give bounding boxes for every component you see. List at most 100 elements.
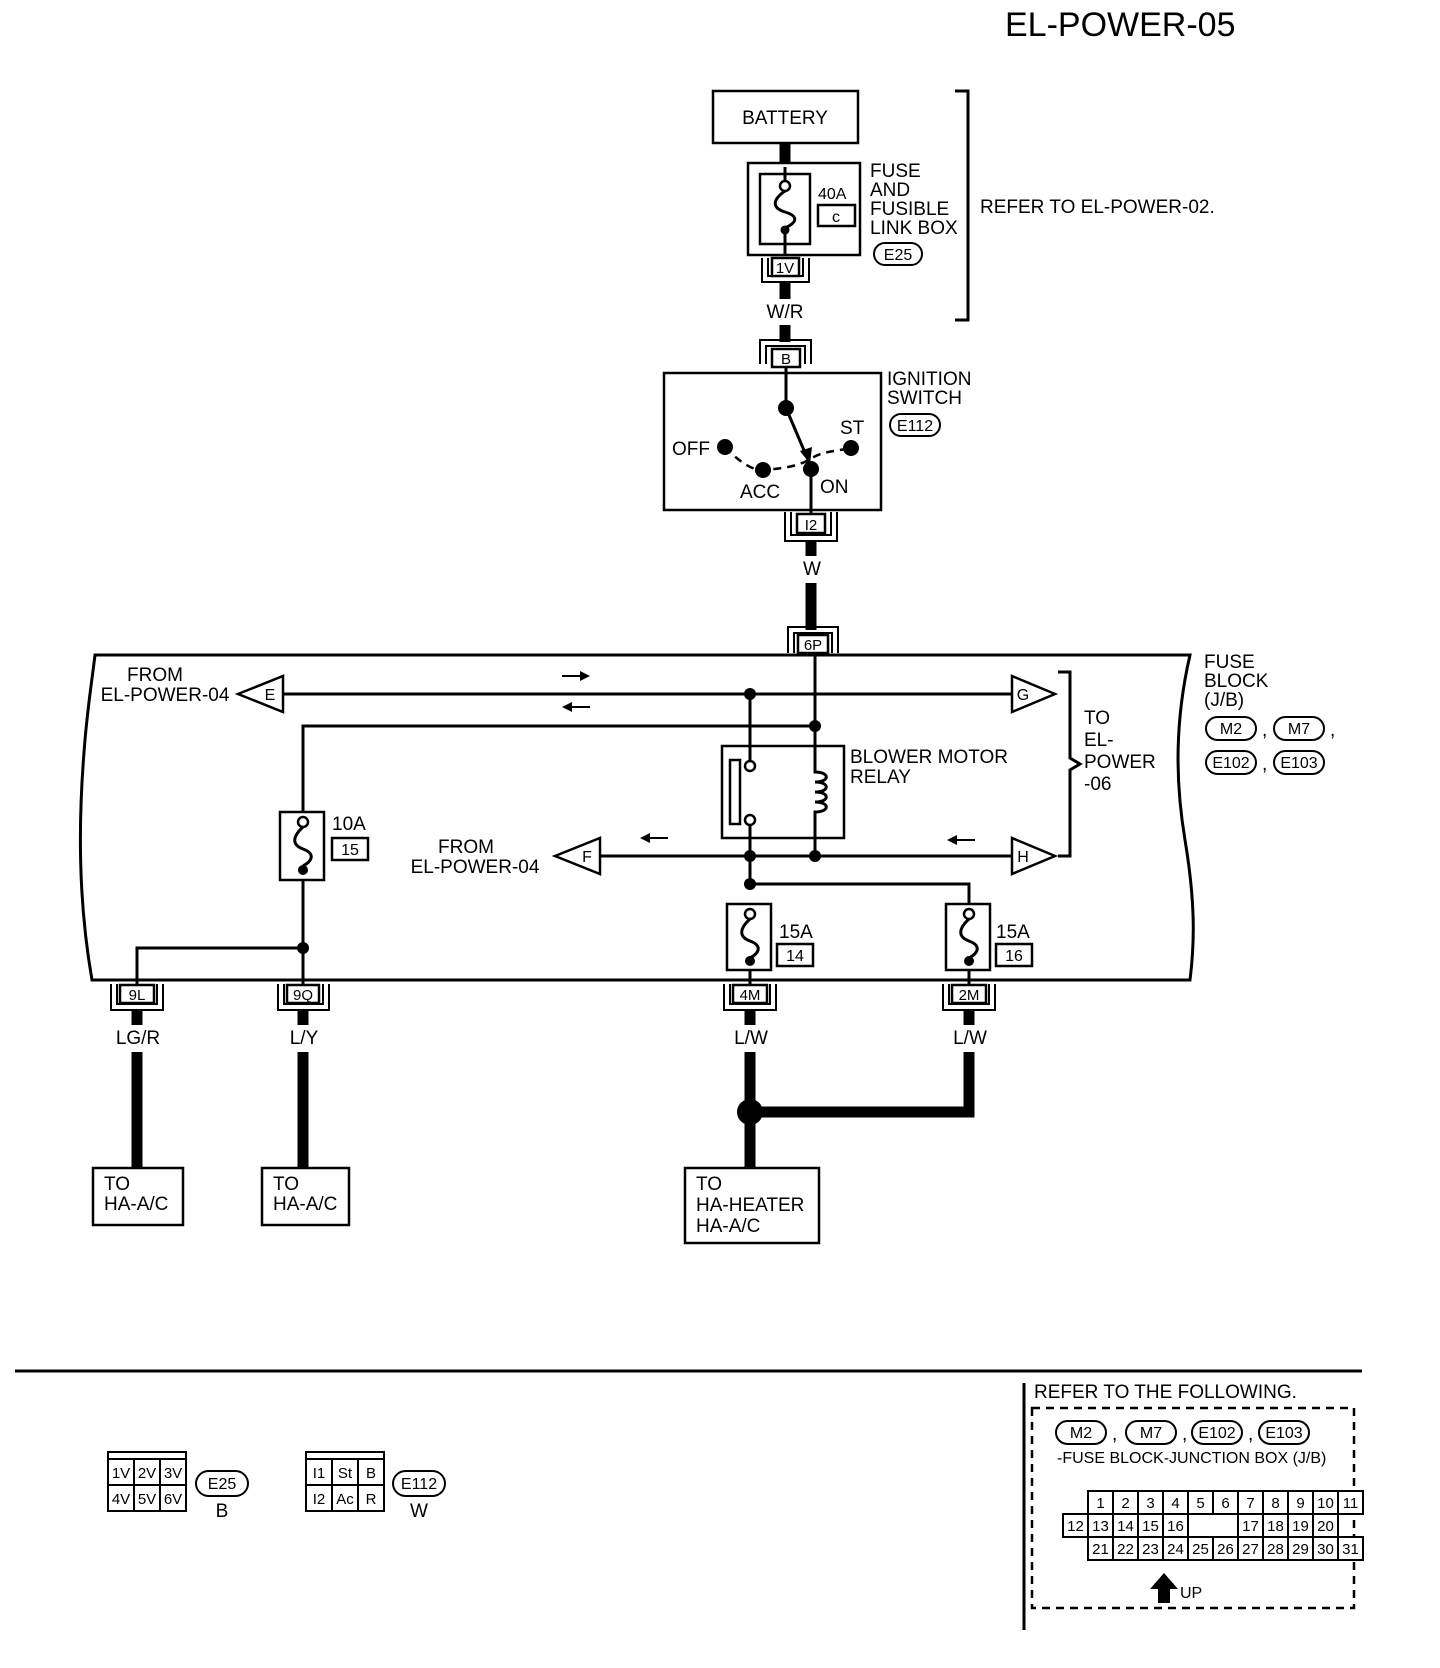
ignition-st-contact (843, 440, 859, 456)
e25-cell-1: 1V (112, 1465, 130, 1482)
connector-e25-oval (873, 242, 923, 266)
connector-view-e112: I1 St B I2 Ac R E112 W (305, 1451, 446, 1522)
connector-e103-oval (1273, 750, 1325, 775)
jb-pin-19: 19 (1292, 1518, 1309, 1535)
blower-motor-relay (720, 744, 846, 840)
jb-pin-11: 11 (1343, 1495, 1359, 1512)
wire-lw-2m (750, 1052, 975, 1118)
jb-pin-23: 23 (1142, 1541, 1159, 1558)
connector-e112-oval (889, 413, 941, 437)
terminal-4m: 4M (740, 987, 761, 1004)
ignition-on-label: ON (820, 477, 849, 498)
e25-cell-4: 4V (112, 1491, 130, 1508)
dest-3-line-2: HA-HEATER (696, 1195, 804, 1216)
jb-pin-31: 31 (1342, 1541, 1359, 1558)
wire-wr-label: W/R (767, 302, 804, 323)
from-e-label-2: EL-POWER-04 (101, 685, 230, 706)
jb-pin-13: 13 (1092, 1518, 1109, 1535)
to-label-3: POWER (1084, 752, 1156, 773)
jb-pin-26: 26 (1217, 1541, 1234, 1558)
refer-connector-e102: E102 (1198, 1425, 1235, 1442)
ignition-switch-box (662, 371, 883, 512)
arrow-f-label: F (582, 849, 592, 866)
jb-pin-28: 28 (1267, 1541, 1284, 1558)
arrow-g (1010, 674, 1059, 714)
dest-3-line-1: TO (696, 1174, 722, 1195)
battery-box (711, 89, 860, 145)
wire-w-label: W (803, 559, 821, 580)
fuse-block-label-1: FUSE (1204, 652, 1255, 673)
battery-label: BATTERY (742, 108, 828, 129)
fusible-link-letter: c (832, 209, 840, 226)
jb-pin-21: 21 (1092, 1541, 1109, 1558)
jb-pin-8: 8 (1271, 1495, 1279, 1512)
jb-pin-31-cell (1337, 1536, 1364, 1561)
refer-connector-e103: E103 (1265, 1425, 1302, 1442)
jb-pin-16: 16 (1167, 1518, 1184, 1535)
fuse-15a-14-number: 14 (786, 948, 804, 965)
dest-2-line-2: HA-A/C (273, 1194, 337, 1215)
svg-text:,: , (1182, 1424, 1187, 1445)
e112-view-color: W (410, 1501, 428, 1522)
dest-1-line-1: TO (104, 1174, 130, 1195)
svg-text:,: , (1248, 1424, 1253, 1445)
fuse-15a-16-number: 16 (1005, 948, 1023, 965)
arrow-f (551, 836, 602, 876)
jb-pin-20: 20 (1317, 1518, 1334, 1535)
terminal-i2: I2 (805, 517, 818, 534)
to-label-1: TO (1084, 708, 1110, 729)
from-f-label-2: EL-POWER-04 (411, 857, 540, 878)
ignition-acc-contact (755, 462, 771, 478)
jb-pin-5: 5 (1196, 1495, 1204, 1512)
connector-m2-oval (1205, 716, 1257, 741)
terminal-6p-box (796, 633, 830, 655)
refer-el-power-02: REFER TO EL-POWER-02. (980, 197, 1215, 218)
connector-e112-label: E112 (897, 418, 933, 435)
page-id: EL-POWER-05 (1005, 6, 1236, 44)
fuse-block-label-2: BLOCK (1204, 671, 1269, 692)
ignition-off-contact (717, 439, 733, 455)
e112-cell-6: R (366, 1491, 377, 1508)
jb-pin-22: 22 (1117, 1541, 1134, 1558)
dest-ha-heater (683, 1166, 821, 1245)
arrow-e-label: E (265, 687, 276, 704)
jb-pin-25: 25 (1192, 1541, 1209, 1558)
svg-text:,: , (1330, 720, 1335, 741)
e112-cell-1: I1 (313, 1465, 326, 1482)
fusible-link-label-3: FUSIBLE (870, 199, 949, 220)
ignition-label-1: IGNITION (887, 369, 971, 390)
refer-bracket (955, 89, 970, 322)
fusible-link-label-4: LINK BOX (870, 218, 958, 239)
svg-text:,: , (1262, 754, 1267, 775)
ignition-acc-label: ACC (740, 482, 780, 503)
e25-cell-6: 6V (164, 1491, 182, 1508)
arrow-h-label: H (1017, 849, 1029, 866)
to-label-2: EL- (1084, 730, 1114, 751)
connector-e25-label: E25 (884, 247, 913, 264)
refer-connector-m2: M2 (1070, 1425, 1092, 1442)
terminal-4m-box (731, 983, 769, 1005)
fusible-link-label-2: AND (870, 180, 910, 201)
jb-pin-14: 14 (1117, 1518, 1134, 1535)
wire-lw-2m-label: L/W (953, 1028, 987, 1049)
e25-view-color: B (216, 1501, 229, 1522)
jb-pin-27: 27 (1242, 1541, 1259, 1558)
relay-label-1: BLOWER MOTOR (850, 747, 1008, 768)
ignition-off-label: OFF (672, 439, 710, 460)
up-label: UP (1180, 1585, 1202, 1602)
jb-pin-15: 15 (1142, 1518, 1159, 1535)
jb-pin-29: 29 (1292, 1541, 1309, 1558)
terminal-2m: 2M (959, 987, 980, 1004)
terminal-1v: 1V (776, 260, 794, 277)
dest-1-line-2: HA-A/C (104, 1194, 168, 1215)
splice (737, 1099, 763, 1125)
relay-coil (813, 745, 828, 856)
from-e-label-1: FROM (127, 665, 183, 686)
terminal-9q: 9Q (293, 987, 313, 1004)
fusible-link-label-1: FUSE (870, 161, 921, 182)
fuse-10a-number: 15 (341, 842, 359, 859)
fusible-link-letter-box (816, 203, 857, 228)
jb-pin-6: 6 (1221, 1495, 1229, 1512)
e112-cell-3: B (366, 1465, 376, 1482)
